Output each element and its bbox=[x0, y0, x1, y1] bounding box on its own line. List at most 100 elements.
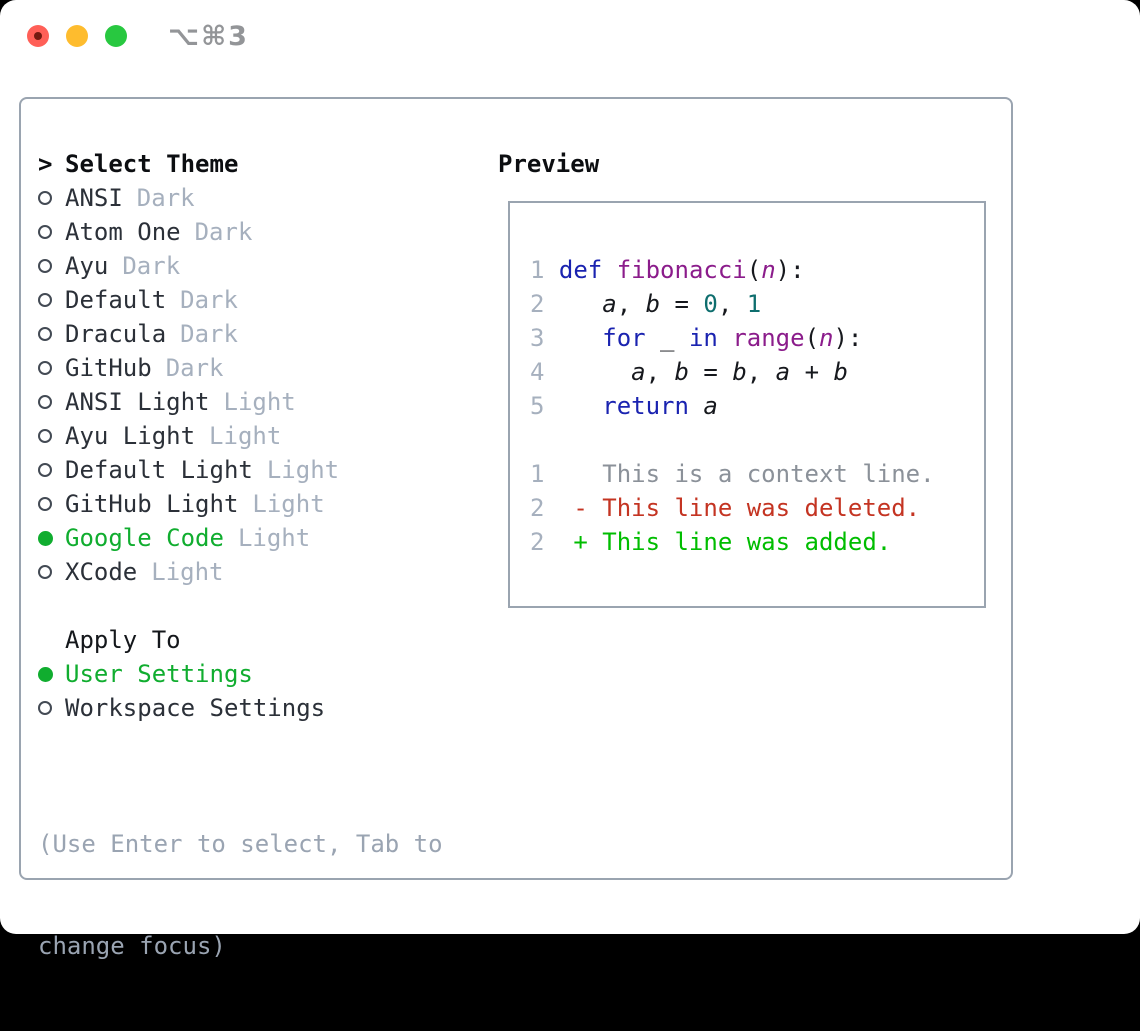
code-segment-pl: , bbox=[616, 290, 646, 318]
option-label: Workspace Settings bbox=[65, 694, 326, 722]
line-number: 5 bbox=[530, 392, 545, 420]
code-segment-pl: ): bbox=[833, 324, 863, 352]
code-segment-pl: ): bbox=[775, 256, 805, 284]
zoom-button[interactable] bbox=[105, 25, 127, 47]
theme-option-ayu-light[interactable]: Ayu Light Light bbox=[38, 419, 478, 453]
preview-line: 4 a, b = b, a + b bbox=[530, 355, 984, 389]
radio-icon bbox=[38, 497, 52, 511]
code-segment-va: b bbox=[833, 358, 848, 386]
code-segment-va: a bbox=[631, 358, 646, 386]
line-number: 2 bbox=[530, 528, 545, 556]
variant-tag: Dark bbox=[136, 184, 195, 212]
theme-option-ansi[interactable]: ANSI Dark bbox=[38, 181, 478, 215]
variant-tag: Light bbox=[209, 422, 282, 450]
select-theme-label: Select Theme bbox=[65, 150, 239, 178]
option-label: Dracula bbox=[65, 320, 167, 348]
radio-marker bbox=[38, 327, 65, 341]
theme-option-xcode[interactable]: XCode Light bbox=[38, 555, 478, 589]
radio-marker bbox=[38, 361, 65, 375]
code-segment-va: a bbox=[775, 358, 791, 386]
radio-marker bbox=[38, 565, 65, 579]
radio-icon bbox=[38, 327, 52, 341]
code-segment-pl bbox=[559, 392, 602, 420]
code-segment-pl: ( bbox=[746, 256, 762, 284]
code-segment-pl: _ bbox=[645, 324, 689, 352]
code-segment-pl: + bbox=[790, 358, 834, 386]
code-segment-pa: n bbox=[761, 256, 776, 284]
radio-marker bbox=[38, 259, 65, 273]
radio-icon bbox=[38, 225, 52, 239]
radio-selected-icon bbox=[38, 666, 53, 682]
theme-option-github[interactable]: GitHub Dark bbox=[38, 351, 478, 385]
code-segment-fn: range bbox=[732, 324, 805, 352]
code-segment-pl bbox=[718, 324, 732, 352]
minimize-button[interactable] bbox=[66, 25, 88, 47]
line-number: 3 bbox=[530, 324, 545, 352]
code-segment-fn: fibonacci bbox=[616, 256, 747, 284]
preview-line bbox=[530, 423, 984, 457]
preview-line: 3 for _ in range(n): bbox=[530, 321, 984, 355]
option-label: ANSI bbox=[65, 184, 123, 212]
radio-selected-icon bbox=[38, 530, 53, 546]
code-segment-pl: , bbox=[717, 290, 747, 318]
code-segment-pl bbox=[559, 358, 631, 386]
radio-icon bbox=[38, 429, 52, 443]
code-segment-ad: + This line was added. bbox=[558, 528, 892, 556]
line-number: 2 bbox=[530, 290, 545, 318]
radio-icon bbox=[38, 701, 52, 715]
theme-option-default-light[interactable]: Default Light Light bbox=[38, 453, 478, 487]
apply-to-header: Apply To bbox=[38, 623, 478, 657]
preview-line: 1 This is a context line. bbox=[530, 457, 984, 491]
radio-marker bbox=[38, 293, 65, 307]
radio-marker bbox=[38, 429, 65, 443]
radio-marker bbox=[38, 666, 65, 682]
option-label: Ayu Light bbox=[65, 422, 196, 450]
option-label: Default Light bbox=[65, 456, 253, 484]
code-segment-pl: ( bbox=[804, 324, 820, 352]
option-label: Default bbox=[65, 286, 167, 314]
variant-tag: Light bbox=[252, 490, 325, 518]
code-segment-kw: def bbox=[558, 256, 603, 284]
theme-option-dracula[interactable]: Dracula Dark bbox=[38, 317, 478, 351]
variant-tag: Light bbox=[266, 456, 340, 484]
keyboard-hint: (Use Enter to select, Tab to change focu… bbox=[38, 759, 478, 1031]
close-button[interactable] bbox=[27, 25, 49, 47]
apply-option-workspace-settings[interactable]: Workspace Settings bbox=[38, 691, 478, 725]
radio-icon bbox=[38, 463, 52, 477]
option-label: User Settings bbox=[65, 660, 253, 688]
radio-icon bbox=[38, 293, 52, 307]
line-number: 4 bbox=[530, 358, 545, 386]
hint-line-2: change focus) bbox=[38, 932, 226, 960]
radio-marker bbox=[38, 225, 65, 239]
radio-marker bbox=[38, 463, 65, 477]
option-label: XCode bbox=[65, 558, 138, 586]
radio-marker bbox=[38, 530, 65, 546]
prompt-caret-icon: > bbox=[38, 150, 53, 178]
variant-tag: Light bbox=[151, 558, 224, 586]
option-label: GitHub bbox=[65, 354, 152, 382]
code-segment-nu: 1 bbox=[746, 290, 762, 318]
line-number: 2 bbox=[530, 494, 545, 522]
unsaved-dot-icon bbox=[34, 32, 42, 40]
apply-option-user-settings[interactable]: User Settings bbox=[38, 657, 478, 691]
line-number: 1 bbox=[530, 460, 545, 488]
radio-icon bbox=[38, 565, 52, 579]
variant-tag: Dark bbox=[180, 320, 238, 348]
hint-line-1: (Use Enter to select, Tab to bbox=[38, 830, 443, 858]
preview-line: 2 a, b = 0, 1 bbox=[530, 287, 984, 321]
preview-line: 2 + This line was added. bbox=[530, 525, 984, 559]
code-segment-pl: = bbox=[688, 358, 733, 386]
radio-icon bbox=[38, 191, 52, 205]
code-segment-de: - This line was deleted. bbox=[558, 494, 921, 522]
variant-tag: Dark bbox=[165, 354, 224, 382]
code-segment-pl: = bbox=[660, 290, 704, 318]
